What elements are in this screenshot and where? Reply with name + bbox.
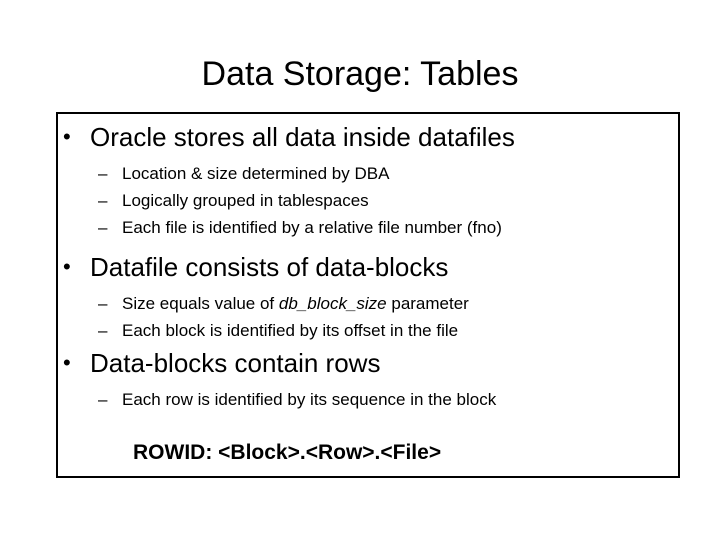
- dash-icon: –: [98, 321, 108, 340]
- sub-bullet-text-suffix: parameter: [386, 294, 469, 313]
- bullet-dot-icon: •: [63, 254, 71, 279]
- sub-bullet-label: Each file is identified by a relative fi…: [122, 218, 502, 237]
- sub-bullet-list-1: – Location & size determined by DBA – Lo…: [58, 160, 678, 241]
- sub-bullet-list-3: – Each row is identified by its sequence…: [58, 386, 678, 413]
- content-box: • Oracle stores all data inside datafile…: [56, 112, 680, 478]
- sub-bullet-list-2: – Size equals value of db_block_size par…: [58, 290, 678, 344]
- sub-bullet-text-prefix: Size equals value of: [122, 294, 279, 313]
- bullet-item-1: • Oracle stores all data inside datafile…: [58, 120, 678, 154]
- sub-bullet-item: – Each block is identified by its offset…: [58, 317, 678, 344]
- dash-icon: –: [98, 294, 108, 313]
- bullet-group-2: • Datafile consists of data-blocks – Siz…: [58, 250, 678, 344]
- bullet-item-2: • Datafile consists of data-blocks: [58, 250, 678, 284]
- sub-bullet-item: – Logically grouped in tablespaces: [58, 187, 678, 214]
- bullet-label: Oracle stores all data inside datafiles: [90, 122, 515, 152]
- dash-icon: –: [98, 218, 108, 237]
- dash-icon: –: [98, 164, 108, 183]
- sub-bullet-label: Logically grouped in tablespaces: [122, 191, 369, 210]
- parameter-name: db_block_size: [278, 294, 387, 313]
- sub-bullet-label: Each block is identified by its offset i…: [122, 321, 459, 340]
- bullet-group-3: • Data-blocks contain rows – Each row is…: [58, 346, 678, 413]
- bullet-label: Data-blocks contain rows: [90, 348, 381, 378]
- bullet-label: Datafile consists of data-blocks: [90, 252, 449, 282]
- rowid-note: ROWID: <Block>.<Row>.<File>: [133, 441, 442, 464]
- sub-bullet-item: – Each file is identified by a relative …: [58, 214, 678, 241]
- bullet-group-1: • Oracle stores all data inside datafile…: [58, 120, 678, 241]
- sub-bullet-item: – Size equals value of db_block_size par…: [58, 290, 678, 317]
- sub-bullet-label: Size equals value of db_block_size param…: [122, 294, 469, 313]
- dash-icon: –: [98, 191, 108, 210]
- sub-bullet-label: Each row is identified by its sequence i…: [122, 390, 497, 409]
- dash-icon: –: [98, 390, 108, 409]
- sub-bullet-label: Location & size determined by DBA: [122, 164, 390, 183]
- content-body: • Oracle stores all data inside datafile…: [58, 114, 678, 476]
- bullet-dot-icon: •: [63, 124, 71, 149]
- sub-bullet-item: – Each row is identified by its sequence…: [58, 386, 678, 413]
- bullet-dot-icon: •: [63, 350, 71, 375]
- sub-bullet-item: – Location & size determined by DBA: [58, 160, 678, 187]
- bullet-item-3: • Data-blocks contain rows: [58, 346, 678, 380]
- page-title: Data Storage: Tables: [201, 55, 519, 93]
